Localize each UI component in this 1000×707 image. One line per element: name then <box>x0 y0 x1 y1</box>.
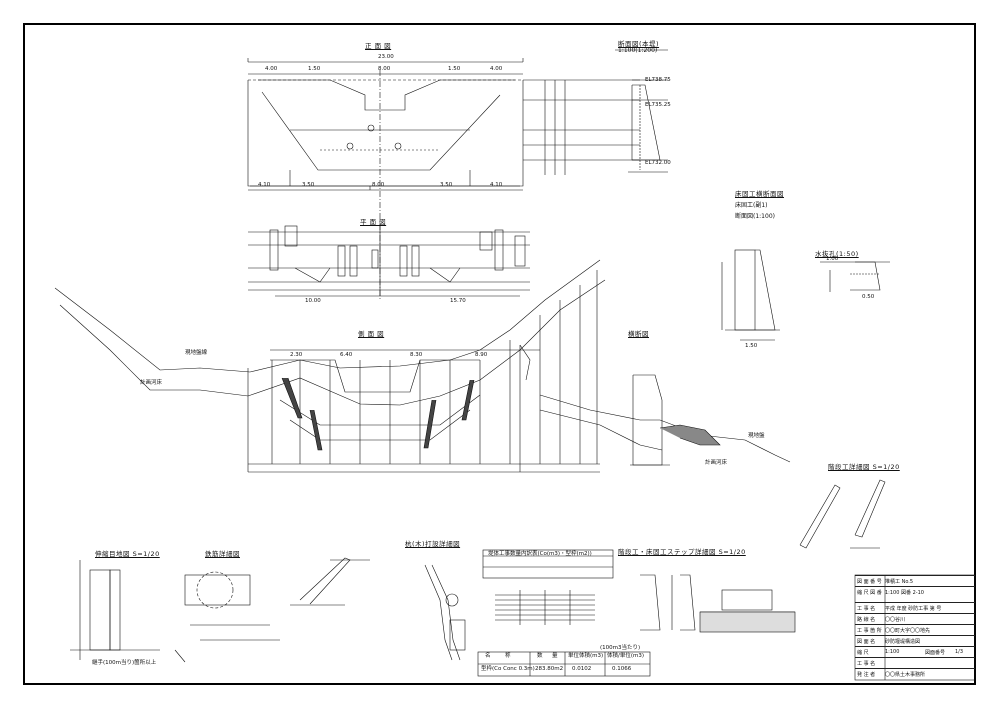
cross-top-dim: 8.30 <box>410 352 423 358</box>
plan-bottom-dim: 10.00 <box>305 298 321 304</box>
titleblock-sheet: 図面番号 <box>925 650 946 656</box>
drain-dim: 0.50 <box>862 294 875 300</box>
table-title: 堤体工事数量内訳表(Co(m3)・型枠(m2)) <box>488 551 592 557</box>
table-cell: 0.1066 <box>612 666 632 672</box>
plan-view-drawing <box>248 225 530 297</box>
table-cell: 283.80m2 <box>535 666 564 672</box>
rebar-detail-drawing <box>174 571 280 663</box>
drain-drawing <box>820 261 890 292</box>
foundation-title: 床固工横断面図 <box>735 190 784 198</box>
cross-section-title: 横断図 <box>628 330 649 338</box>
drain-title: 水抜孔(1:50) <box>815 250 859 258</box>
titleblock-key: 工 事 箇 所 <box>857 628 882 634</box>
joint-detail-title: 伸縮目地図 S=1/20 <box>95 550 160 558</box>
foundation-drawing <box>721 249 780 341</box>
front-view-drawing <box>247 58 640 300</box>
right-slope-label: 計画河床 <box>705 460 728 466</box>
step-detail-title: 階段工詳細図 S=1/20 <box>828 463 900 471</box>
pile-detail-title: 杭(木)打設詳細図 <box>405 540 461 548</box>
joint-detail-drawing <box>70 560 160 660</box>
drawing-frame <box>23 23 976 685</box>
rebar-detail-title: 鉄筋詳細図 <box>205 550 240 558</box>
front-bottom-dim: 3.50 <box>440 182 453 188</box>
foundation-line2: 断面図(1:100) <box>735 213 775 220</box>
titleblock-sheet-no: 1/3 <box>955 649 964 655</box>
plan-view-title: 平 面 図 <box>360 218 387 226</box>
table-header: 体積/単位(m3) <box>607 653 645 659</box>
titleblock-key: 路 線 名 <box>857 617 876 623</box>
front-view-title: 正 面 図 <box>365 42 392 50</box>
titleblock-key: 縮 尺 <box>857 650 869 656</box>
titleblock-key: 図 面 番 号 <box>857 579 882 585</box>
plan-bottom-dim: 15.70 <box>450 298 466 304</box>
titleblock-value: 〇〇県土木事務所 <box>885 672 926 678</box>
slope-detail-drawing <box>290 557 370 606</box>
titleblock-value: 平成 年度 砂防工事 第 号 <box>885 606 942 612</box>
elevation-label: EL732.00 <box>645 160 671 166</box>
table-header: 数 <box>537 653 543 659</box>
table-cell: 0.0102 <box>572 666 592 672</box>
ladder-drawing <box>640 574 796 633</box>
ladder-title: 階段工・床固工ステップ詳細図 S=1/20 <box>618 548 746 556</box>
side-view-scale: 1:100(1:200) <box>618 47 658 54</box>
joint-note: 継手(100m当り)箇所以上 <box>92 660 157 666</box>
quantity-table-grid <box>477 549 651 677</box>
cross-top-dim: 2.30 <box>290 352 303 358</box>
front-bottom-dim: 4.10 <box>258 182 271 188</box>
front-top-dim: 23.00 <box>378 54 394 60</box>
titleblock-key: 発 注 者 <box>857 672 876 678</box>
upstream-view-title: 側 面 図 <box>358 330 385 338</box>
table-header: 称 <box>505 653 511 659</box>
foundation-line1: 床固工(副1) <box>735 202 768 209</box>
front-seg-dim: 8.00 <box>378 66 391 72</box>
elevation-label: EL738.75 <box>645 77 671 83</box>
titleblock-value: 堆積工 No.5 <box>885 579 914 585</box>
cross-top-dim: 6.40 <box>340 352 353 358</box>
drain-dim: 1.00 <box>826 256 839 262</box>
titleblock-value: 〇〇町大字〇〇地先 <box>885 628 931 634</box>
titleblock-value: 砂防堰堤構造図 <box>885 639 921 645</box>
side-view-drawing <box>615 49 668 173</box>
riverbed-label: 計画河床 <box>140 380 163 386</box>
table-unit-note: (100m3当たり) <box>600 645 641 651</box>
right-ground-label: 現地盤 <box>748 433 765 439</box>
titleblock-key: 図 面 名 <box>857 639 876 645</box>
titleblock-value: 〇〇谷川 <box>885 617 906 623</box>
side-view-title: 断面図(本堤) <box>618 40 660 48</box>
titleblock-value: 1:100 <box>885 649 900 655</box>
pile-detail-drawing <box>424 564 466 661</box>
titleblock-key: 縮 尺 図 番 <box>857 590 882 596</box>
front-seg-dim: 1.50 <box>308 66 321 72</box>
front-seg-dim: 4.00 <box>490 66 503 72</box>
front-seg-dim: 4.00 <box>265 66 278 72</box>
front-bottom-dim: 3.50 <box>302 182 315 188</box>
titleblock-key: 工 事 名 <box>857 606 876 612</box>
cross-section-drawing <box>54 259 606 473</box>
front-bottom-dim: 4.10 <box>490 182 503 188</box>
table-header: 単位体積(m3) <box>568 653 604 659</box>
step-detail-drawing <box>799 479 886 549</box>
drain-dim: 1.50 <box>745 343 758 349</box>
table-header: 量 <box>552 653 558 659</box>
titleblock-key: 工 事 名 <box>857 661 876 667</box>
elevation-label: EL735.25 <box>645 102 671 108</box>
table-cell: 型枠(Co Conc 0.3m) <box>481 666 535 672</box>
elevation-side-drawing <box>539 374 791 466</box>
front-bottom-dim: 8.00 <box>372 182 385 188</box>
table-header: 名 <box>485 653 491 659</box>
ground-line-label: 現地盤線 <box>185 350 208 356</box>
cross-top-dim: 8.90 <box>475 352 488 358</box>
front-seg-dim: 1.50 <box>448 66 461 72</box>
titleblock-value: 1:100 図番 2-10 <box>885 590 924 596</box>
